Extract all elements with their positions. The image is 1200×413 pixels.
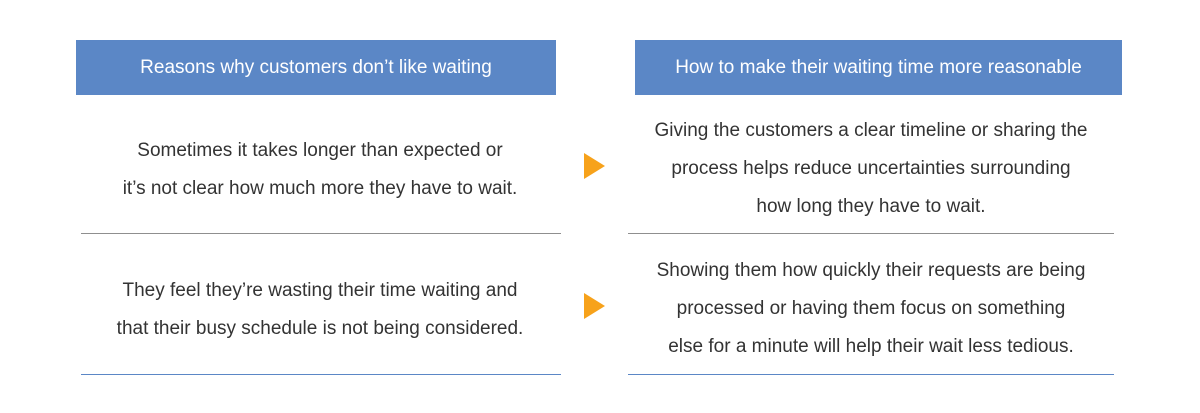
reason-2: They feel they’re wasting their time wai… [80, 268, 560, 352]
solution-2-line-3: else for a minute will help their wait l… [668, 335, 1074, 357]
reason-1-line-1: Sometimes it takes longer than expected … [137, 140, 503, 161]
solution-2-line-2: processed or having them focus on someth… [676, 297, 1066, 319]
solution-1: Giving the customers a clear timeline or… [628, 110, 1114, 227]
reason-1: Sometimes it takes longer than expected … [80, 128, 560, 212]
row-1-divider-right [628, 233, 1114, 234]
arrow-right-icon [584, 293, 605, 319]
solution-1-line-3: how long they have to wait. [756, 195, 986, 217]
reasons-header-label: Reasons why customers don’t like waiting [140, 56, 492, 78]
reason-1-line-2: it’s not clear how much more they have t… [122, 178, 518, 199]
row-2-divider-right [628, 374, 1114, 375]
solutions-header-label: How to make their waiting time more reas… [675, 56, 1082, 78]
row-2-divider-left [81, 374, 561, 375]
reason-2-line-2: that their busy schedule is not being co… [116, 318, 524, 339]
reason-2-line-1: They feel they’re wasting their time wai… [122, 280, 518, 301]
solution-2-line-1: Showing them how quickly their requests … [656, 259, 1086, 281]
reasons-header: Reasons why customers don’t like waiting [76, 40, 556, 95]
solutions-header: How to make their waiting time more reas… [635, 40, 1122, 95]
arrow-right-icon [584, 153, 605, 179]
solution-1-line-2: process helps reduce uncertainties surro… [671, 157, 1071, 179]
row-1-divider-left [81, 233, 561, 234]
solution-2: Showing them how quickly their requests … [628, 250, 1114, 367]
solution-1-line-1: Giving the customers a clear timeline or… [654, 119, 1088, 141]
